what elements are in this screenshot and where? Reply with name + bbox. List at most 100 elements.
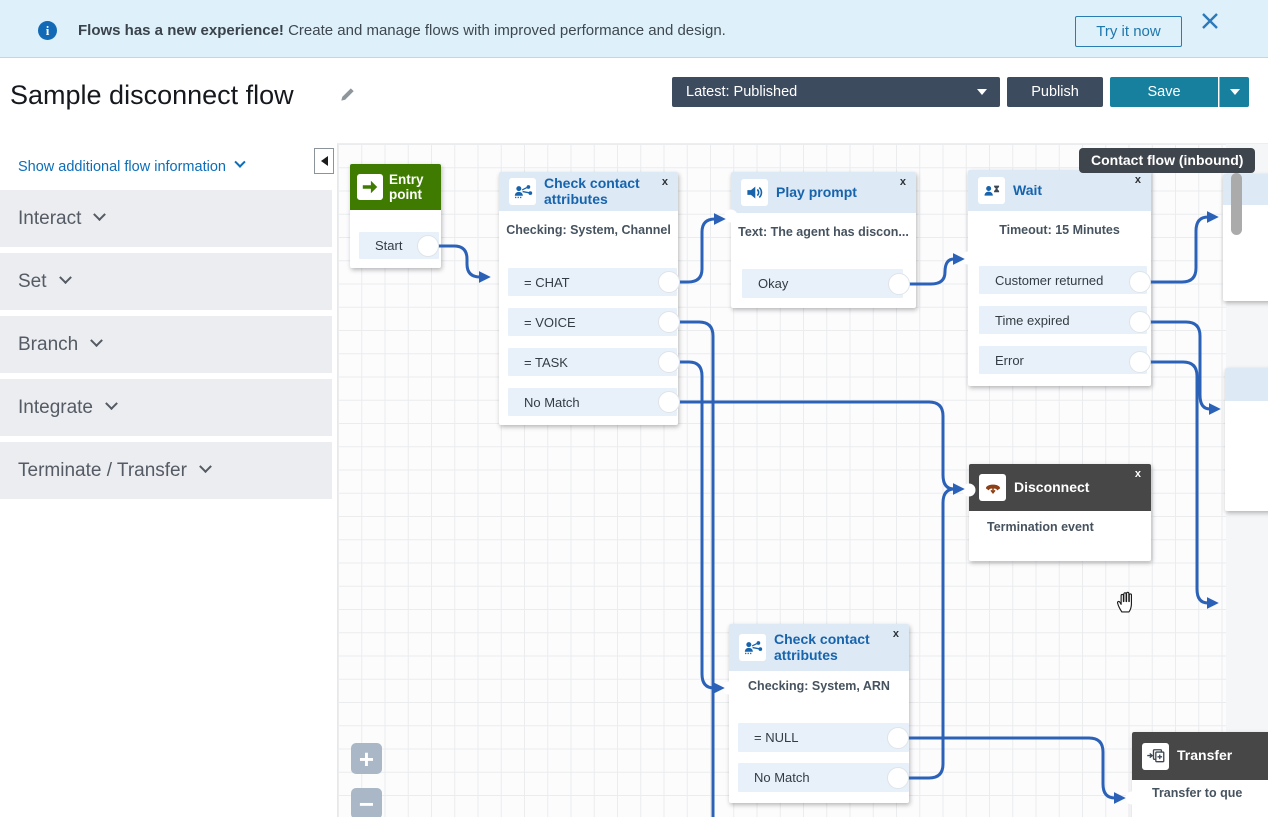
- block-subtitle: Termination event: [987, 520, 1094, 534]
- output-label: No Match: [524, 394, 580, 410]
- output-row: No Match: [508, 388, 677, 416]
- block-close-button[interactable]: x: [661, 176, 668, 188]
- output-row: = VOICE: [508, 308, 677, 336]
- flow-type-tooltip: Contact flow (inbound): [1079, 148, 1256, 173]
- block-subtitle: Checking: System, Channel: [506, 223, 671, 237]
- block-close-button[interactable]: x: [899, 176, 906, 188]
- chevron-down-icon: [199, 459, 212, 473]
- output-row-start: Start: [359, 232, 439, 259]
- banner-message-rest: Create and manage flows with improved pe…: [283, 22, 726, 39]
- check-attributes-header: Check contact attributes: [499, 172, 678, 211]
- connector-null-to-transfer: [898, 736, 1126, 804]
- version-dropdown-label: Latest: Published: [686, 84, 798, 100]
- check-attributes-header: Check contact attributes: [729, 624, 909, 671]
- zoom-out-button[interactable]: −: [351, 788, 382, 817]
- offscreen-block-header: [1223, 174, 1268, 205]
- output-row: = CHAT: [508, 268, 677, 296]
- sidebar-item-branch[interactable]: Branch: [0, 316, 332, 373]
- chevron-down-icon: [234, 156, 246, 168]
- sidebar-item-interact[interactable]: Interact: [0, 190, 332, 247]
- block-close-button[interactable]: x: [1134, 468, 1141, 480]
- sidebar-item-label: Interact: [18, 207, 82, 229]
- sidebar-item-label: Branch: [18, 333, 79, 355]
- zoom-in-button[interactable]: +: [351, 743, 382, 774]
- banner-message: Flows has a new experience! Create and m…: [78, 22, 726, 39]
- block-title: Check contact attributes: [544, 174, 640, 207]
- canvas-vertical-scrollbar[interactable]: [1231, 173, 1242, 235]
- output-row: = TASK: [508, 348, 677, 376]
- sidebar-item-terminate-transfer[interactable]: Terminate / Transfer: [0, 442, 332, 499]
- block-close-button[interactable]: x: [892, 628, 899, 640]
- block-title: Entry point: [389, 171, 424, 202]
- output-row: = NULL: [738, 723, 909, 752]
- chevron-down-icon: [58, 270, 72, 284]
- output-label: = CHAT: [524, 274, 570, 290]
- block-subtitle: Text: The agent has discon...: [738, 225, 909, 239]
- announcement-banner: i Flows has a new experience! Create and…: [0, 0, 1268, 58]
- save-options-caret[interactable]: [1219, 77, 1249, 107]
- offscreen-block-header: [1225, 368, 1268, 401]
- output-label: = NULL: [754, 730, 799, 745]
- show-flow-info-label: Show additional flow information: [18, 158, 226, 175]
- banner-message-bold: Flows has a new experience!: [78, 22, 284, 39]
- hang-up-phone-icon: [979, 474, 1006, 501]
- block-close-button[interactable]: x: [1134, 174, 1141, 186]
- version-dropdown[interactable]: Latest: Published: [672, 77, 1000, 107]
- chevron-down-icon: [90, 333, 104, 347]
- block-disconnect[interactable]: Disconnect x Termination event: [969, 464, 1151, 561]
- chevron-down-icon: [1229, 89, 1240, 95]
- hand-cursor-icon: [1116, 591, 1133, 613]
- block-title: Play prompt: [776, 183, 857, 200]
- chevron-left-icon: [320, 156, 328, 166]
- output-label: No Match: [754, 770, 810, 785]
- chevron-down-icon: [977, 89, 987, 95]
- output-row: Error: [979, 346, 1147, 374]
- block-play-prompt[interactable]: Play prompt x Text: The agent has discon…: [731, 172, 916, 308]
- close-icon[interactable]: [1200, 11, 1220, 31]
- chevron-down-icon: [93, 207, 107, 221]
- transfer-header: Transfer: [1132, 732, 1268, 780]
- transfer-to-queue-icon: [1142, 742, 1169, 770]
- entry-point-header: Entry point: [350, 164, 441, 210]
- output-row: Okay: [742, 269, 903, 298]
- info-icon: i: [38, 21, 57, 40]
- block-title: Transfer: [1177, 747, 1233, 764]
- output-label: Okay: [758, 276, 789, 291]
- block-check-contact-attributes-2[interactable]: Check contact attributes x Checking: Sys…: [729, 624, 909, 803]
- sidebar-item-set[interactable]: Set: [0, 253, 332, 310]
- block-subtitle: Timeout: 15 Minutes: [999, 223, 1120, 237]
- block-transfer-to-queue[interactable]: Transfer Transfer to que: [1132, 732, 1268, 817]
- show-flow-info-toggle[interactable]: Show additional flow information: [0, 143, 332, 190]
- try-it-now-button[interactable]: Try it now: [1075, 16, 1182, 47]
- output-label: Error: [995, 352, 1024, 368]
- block-title: Check contact attributes: [774, 630, 870, 663]
- offscreen-block[interactable]: [1225, 368, 1268, 511]
- block-subtitle: Checking: System, ARN: [748, 679, 890, 693]
- wait-header: Wait: [968, 170, 1151, 211]
- flow-canvas[interactable]: Entry point Start Check contact att: [337, 143, 1268, 817]
- output-row: Customer returned: [979, 266, 1147, 294]
- sidebar-collapse-button[interactable]: [314, 148, 334, 174]
- edit-title-pencil-icon[interactable]: [338, 85, 357, 104]
- chevron-down-icon: [105, 396, 118, 410]
- output-row: Time expired: [979, 306, 1147, 334]
- block-palette-sidebar: Show additional flow information Interac…: [0, 143, 332, 817]
- output-label: Start: [375, 238, 403, 253]
- sidebar-item-label: Integrate: [18, 396, 93, 418]
- block-entry-point[interactable]: Entry point Start: [350, 164, 441, 268]
- disconnect-header: Disconnect: [969, 464, 1151, 511]
- block-check-contact-attributes-1[interactable]: Check contact attributes x Checking: Sys…: [499, 172, 678, 425]
- block-title: Disconnect: [1014, 478, 1090, 495]
- sidebar-item-integrate[interactable]: Integrate: [0, 379, 332, 436]
- block-subtitle: Transfer to que: [1152, 786, 1243, 800]
- save-button[interactable]: Save: [1110, 77, 1218, 107]
- entry-point-icon: [357, 174, 383, 200]
- speaker-icon: [741, 179, 768, 206]
- block-title: Wait: [1013, 181, 1043, 198]
- offscreen-block[interactable]: [1223, 174, 1268, 301]
- publish-button[interactable]: Publish: [1007, 77, 1103, 107]
- block-wait[interactable]: Wait x Timeout: 15 Minutes Customer retu…: [968, 170, 1151, 386]
- wait-person-hourglass-icon: [978, 177, 1005, 204]
- check-contact-attributes-icon: [739, 634, 766, 661]
